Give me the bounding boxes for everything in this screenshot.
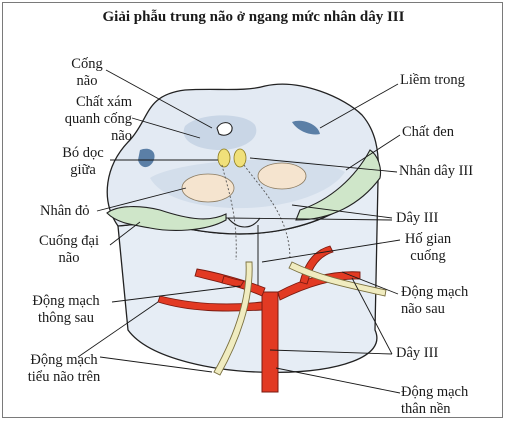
red-nucleus-right [257, 162, 307, 190]
label-oculomotor-nucleus: Nhân dây III [399, 163, 474, 179]
label-red-nucleus: Nhân đỏ [40, 203, 90, 219]
oculomotor-nucleus-left [217, 148, 231, 168]
figure-title: Giải phẫu trung não ở ngang mức nhân dây… [102, 9, 405, 25]
label-pca-line2: não sau [401, 301, 445, 317]
label-interpeduncular-fossa-line2: cuống [410, 248, 446, 264]
cerebral-peduncle-right [295, 149, 382, 221]
label-medial-longitudinal-fasciculus: Bó dọc giữa [54, 145, 112, 179]
interpeduncular-fossa [227, 217, 261, 228]
label-interpeduncular-fossa: Hố gian cuống [396, 231, 460, 265]
label-pca-line1: Động mạch [401, 284, 469, 300]
label-cerebral-aqueduct: Cống não [62, 56, 112, 90]
label-cerebral-peduncle: Cuống đại não [26, 233, 112, 267]
label-basilar-artery: Động mạch thân nền [401, 384, 468, 418]
medial-lemniscus-right [292, 120, 320, 135]
label-pcom-line2: thông sau [38, 310, 94, 326]
label-substantia-nigra: Chất đen [402, 124, 454, 140]
oculomotor-nucleus-right [233, 148, 247, 168]
label-posterior-cerebral-artery: Động mạch não sau [401, 284, 468, 318]
label-cerebral-peduncle-line1: Cuống đại [38, 233, 99, 249]
label-medial-lemniscus: Liềm trong [400, 72, 465, 88]
label-mlf-line2: giữa [70, 162, 96, 178]
oculomotor-fibers-left [221, 164, 237, 261]
oculomotor-fibers-right [243, 164, 291, 261]
label-oculomotor-nerve-top: Dây III [396, 210, 439, 226]
label-posterior-communicating-artery: Động mạch thông sau [20, 293, 112, 327]
label-sca-line1: Động mạch [30, 352, 98, 368]
basilar-artery [261, 291, 279, 393]
label-superior-cerebellar-artery: Động mạch tiểu não trên [12, 352, 116, 386]
label-cerebral-aqueduct-line1: Cống [71, 56, 103, 72]
cerebral-aqueduct [216, 122, 233, 136]
leader-lines [77, 69, 401, 394]
label-pcom-line1: Động mạch [32, 293, 100, 309]
label-basilar-artery-line2: thân nền [401, 401, 451, 417]
label-periaqueductal-gray-line1: Chất xám [76, 94, 132, 110]
medial-lemniscus-left [138, 148, 155, 168]
label-cerebral-peduncle-line2: não [58, 250, 80, 266]
label-periaqueductal-gray-line3: não [111, 128, 132, 144]
red-nucleus-left [181, 173, 235, 203]
label-interpeduncular-fossa-line1: Hố gian [404, 231, 452, 247]
label-periaqueductal-gray: Chất xám quanh cống não [20, 94, 132, 145]
label-periaqueductal-gray-line2: quanh cống [64, 111, 132, 127]
label-cerebral-aqueduct-line2: não [76, 73, 98, 89]
label-sca-line2: tiểu não trên [27, 369, 101, 385]
oculomotor-nerve-right [288, 261, 387, 297]
posterior-communicating-artery [221, 275, 245, 288]
label-oculomotor-nerve-bottom: Dây III [396, 345, 439, 361]
label-basilar-artery-line1: Động mạch [401, 384, 469, 400]
oculomotor-nerve-left [213, 261, 253, 376]
label-mlf-line1: Bó dọc [62, 145, 104, 161]
